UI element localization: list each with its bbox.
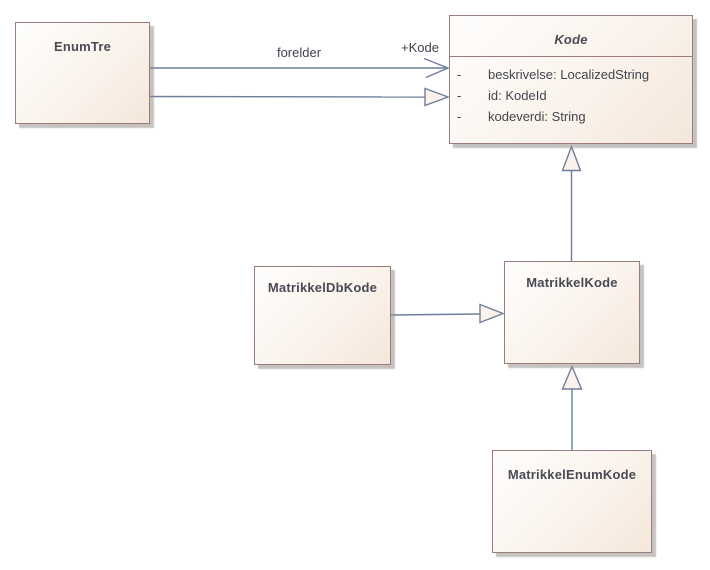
attribute-text: kodeverdi: String [488,109,586,124]
class-node-matrikkelenumkode[interactable]: MatrikkelEnumKode [492,450,652,553]
attribute-text: beskrivelse: LocalizedString [488,67,650,82]
class-name-compartment: Kode [450,16,692,57]
class-node-matrikkeldbkode[interactable]: MatrikkelDbKode [254,266,391,365]
hollow-triangle-icon [479,303,505,324]
class-title: Kode [554,32,588,47]
class-title: MatrikkelKode [526,275,618,290]
association-name-label[interactable]: forelder [276,45,322,60]
hollow-triangle-icon [561,364,583,390]
hollow-triangle-icon [561,144,582,172]
class-title: MatrikkelEnumKode [507,467,637,482]
association-target-role-label[interactable]: +Kode [401,40,439,55]
visibility-marker: - [457,67,462,82]
hollow-triangle-icon [424,87,451,107]
class-title: EnumTre [53,39,112,54]
generalization-matrikkelenumkode-matrikkelkode[interactable] [561,364,583,451]
generalization-line [390,313,481,316]
class-node-kode[interactable]: Kode - beskrivelse: LocalizedString - id… [449,15,693,144]
class-node-enumtre[interactable]: EnumTre [15,22,150,124]
class-node-matrikkelkode[interactable]: MatrikkelKode [504,261,640,364]
attribute-row[interactable]: - beskrivelse: LocalizedString [450,64,692,85]
open-arrowhead-icon [423,57,450,79]
generalization-enumtre-kode[interactable] [149,87,451,107]
attribute-row[interactable]: - kodeverdi: String [450,106,692,127]
visibility-marker: - [457,109,462,124]
visibility-marker: - [457,88,462,103]
attribute-row[interactable]: - id: KodeId [450,85,692,106]
class-attribute-compartment: - beskrivelse: LocalizedString - id: Kod… [450,57,692,127]
class-title: MatrikkelDbKode [267,280,378,295]
attribute-text: id: KodeId [488,88,547,103]
generalization-line [149,95,426,98]
association-enumtre-kode[interactable] [150,57,450,79]
generalization-matrikkelkode-kode[interactable] [561,144,582,262]
generalization-matrikkeldbkode-matrikkelkode[interactable] [390,303,505,324]
